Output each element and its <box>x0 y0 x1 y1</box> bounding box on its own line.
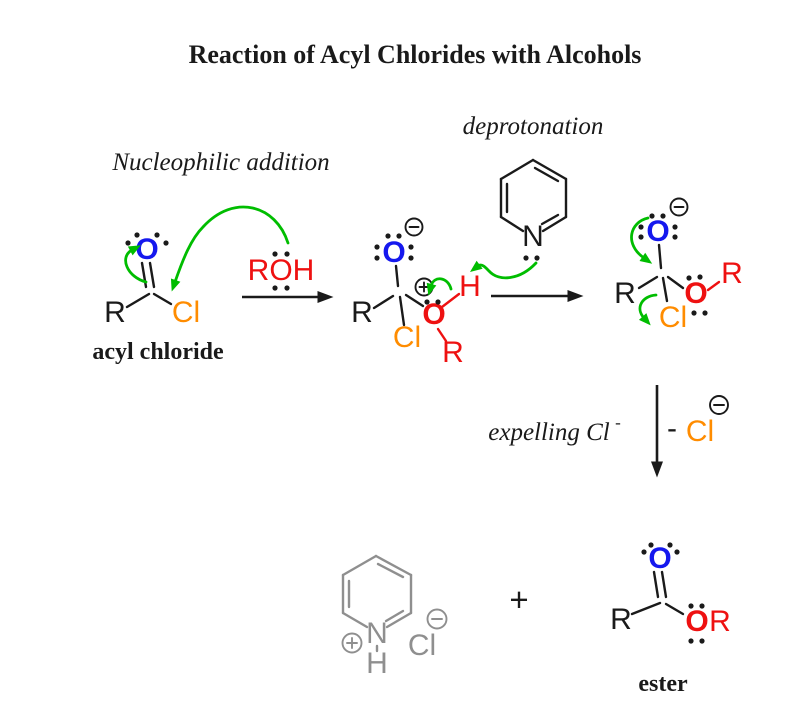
electron-pushing-arrow-pi-to-oxygen <box>124 245 148 284</box>
expelling-chloride-label: expelling Cl <box>488 419 610 446</box>
r-group-label: R <box>610 603 632 636</box>
r-group-label: R <box>104 296 126 329</box>
negative-charge-icon <box>669 197 689 217</box>
minus-chloride-dash: - <box>667 412 677 445</box>
lone-pair-dots <box>638 213 678 240</box>
r-group-label: R <box>709 605 731 638</box>
protonated-oxygen-label: O <box>422 298 445 331</box>
r-group-label: R <box>614 277 636 310</box>
electron-pushing-arrow-bond-to-chlorine <box>638 293 658 326</box>
r-group-label: R <box>351 296 373 329</box>
lone-pair-dots <box>125 232 169 246</box>
r-group-label: R <box>442 336 464 369</box>
positive-charge-icon <box>341 632 363 654</box>
lone-pair-dots <box>686 274 708 316</box>
tetrahedral-intermediate-structure: O R Cl O H R <box>351 217 481 369</box>
roh-reagent: ROH <box>248 251 315 291</box>
plus-sign: + <box>509 581 528 618</box>
hydrogen-label: H <box>459 270 481 303</box>
lone-pair-dots <box>272 251 290 291</box>
electron-pushing-arrow-oxygen-to-bond <box>630 216 653 264</box>
ether-oxygen-label: O <box>684 277 707 310</box>
chlorine-label: Cl <box>172 296 200 329</box>
lone-pair-dots <box>523 255 540 261</box>
negative-charge-icon <box>426 608 448 630</box>
ester-caption: ester <box>638 671 688 697</box>
nucleophilic-addition-label: Nucleophilic addition <box>111 149 329 176</box>
chloride-elimination-step: expelling Cl - - Cl <box>488 385 729 478</box>
alkoxide-intermediate-structure: O R Cl O R <box>614 197 743 334</box>
lone-pair-dots <box>424 299 441 305</box>
nitrogen-label: N <box>522 220 544 253</box>
acyl-chloride-caption: acyl chloride <box>92 339 224 365</box>
lone-pair-dots <box>688 603 705 644</box>
ether-oxygen-label: O <box>685 605 708 638</box>
chlorine-label: Cl <box>393 321 421 354</box>
electron-pushing-arrow-roh-to-carbon <box>170 205 290 292</box>
hydrogen-label: H <box>366 647 388 680</box>
carbonyl-oxygen-label: O <box>648 542 671 575</box>
ester-structure: O R O R ester <box>610 542 731 697</box>
negative-charge-icon <box>709 395 729 415</box>
roh-label: ROH <box>248 254 315 287</box>
electron-pushing-arrow-oh-bond-to-oxygen <box>426 277 453 296</box>
positive-charge-icon <box>414 277 434 297</box>
electron-pushing-arrow-nitrogen-to-hydrogen <box>469 260 538 280</box>
lone-pair-dots <box>641 542 680 555</box>
chlorine-label: Cl <box>659 301 687 334</box>
expelling-chloride-superscript: - <box>615 413 621 432</box>
r-group-label: R <box>721 257 743 290</box>
deprotonation-label: deprotonation <box>463 113 604 140</box>
chloride-label: Cl <box>408 629 436 662</box>
diagram-title: Reaction of Acyl Chlorides with Alcohols <box>189 40 642 69</box>
alkoxide-oxygen-label: O <box>382 236 405 269</box>
pyridine-structure: N <box>469 158 568 280</box>
chloride-leaving-label: Cl <box>686 415 714 448</box>
nitrogen-label: N <box>366 617 388 650</box>
acyl-chloride-structure: R O Cl acyl chloride <box>92 205 290 365</box>
lone-pair-dots <box>374 233 414 261</box>
negative-charge-icon <box>404 217 424 237</box>
carbonyl-oxygen-label: O <box>135 233 158 266</box>
alkoxide-oxygen-label: O <box>646 215 669 248</box>
pyridinium-chloride-structure: N H Cl <box>341 554 448 680</box>
